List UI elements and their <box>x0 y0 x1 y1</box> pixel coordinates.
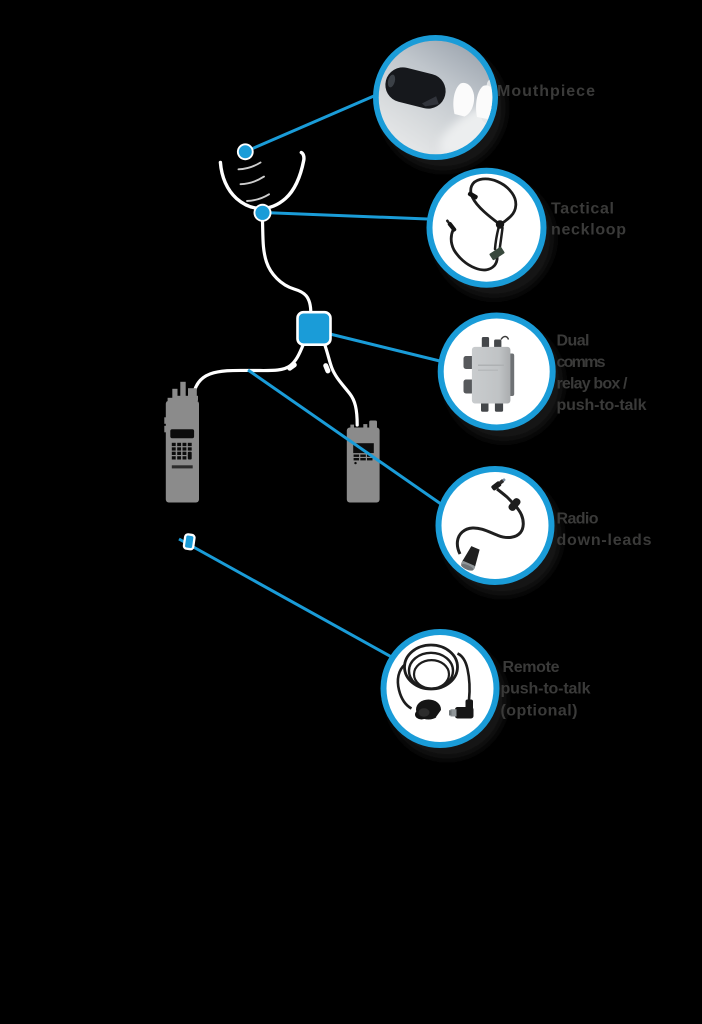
svg-text:neckloop: neckloop <box>551 222 626 239</box>
svg-text:Dual: Dual <box>557 333 590 350</box>
svg-text:Mouthpiece: Mouthpiece <box>497 83 595 100</box>
svg-text:push-to-talk: push-to-talk <box>557 397 647 414</box>
svg-text:relay box /: relay box / <box>557 376 629 393</box>
svg-text:down-leads: down-leads <box>557 532 652 549</box>
svg-text:Remote: Remote <box>503 659 560 676</box>
svg-text:Tactical: Tactical <box>551 201 614 218</box>
svg-text:Radio: Radio <box>557 511 599 528</box>
svg-text:push-to-talk: push-to-talk <box>501 681 591 698</box>
svg-text:(optional): (optional) <box>501 703 578 720</box>
svg-text:comms: comms <box>557 354 606 371</box>
